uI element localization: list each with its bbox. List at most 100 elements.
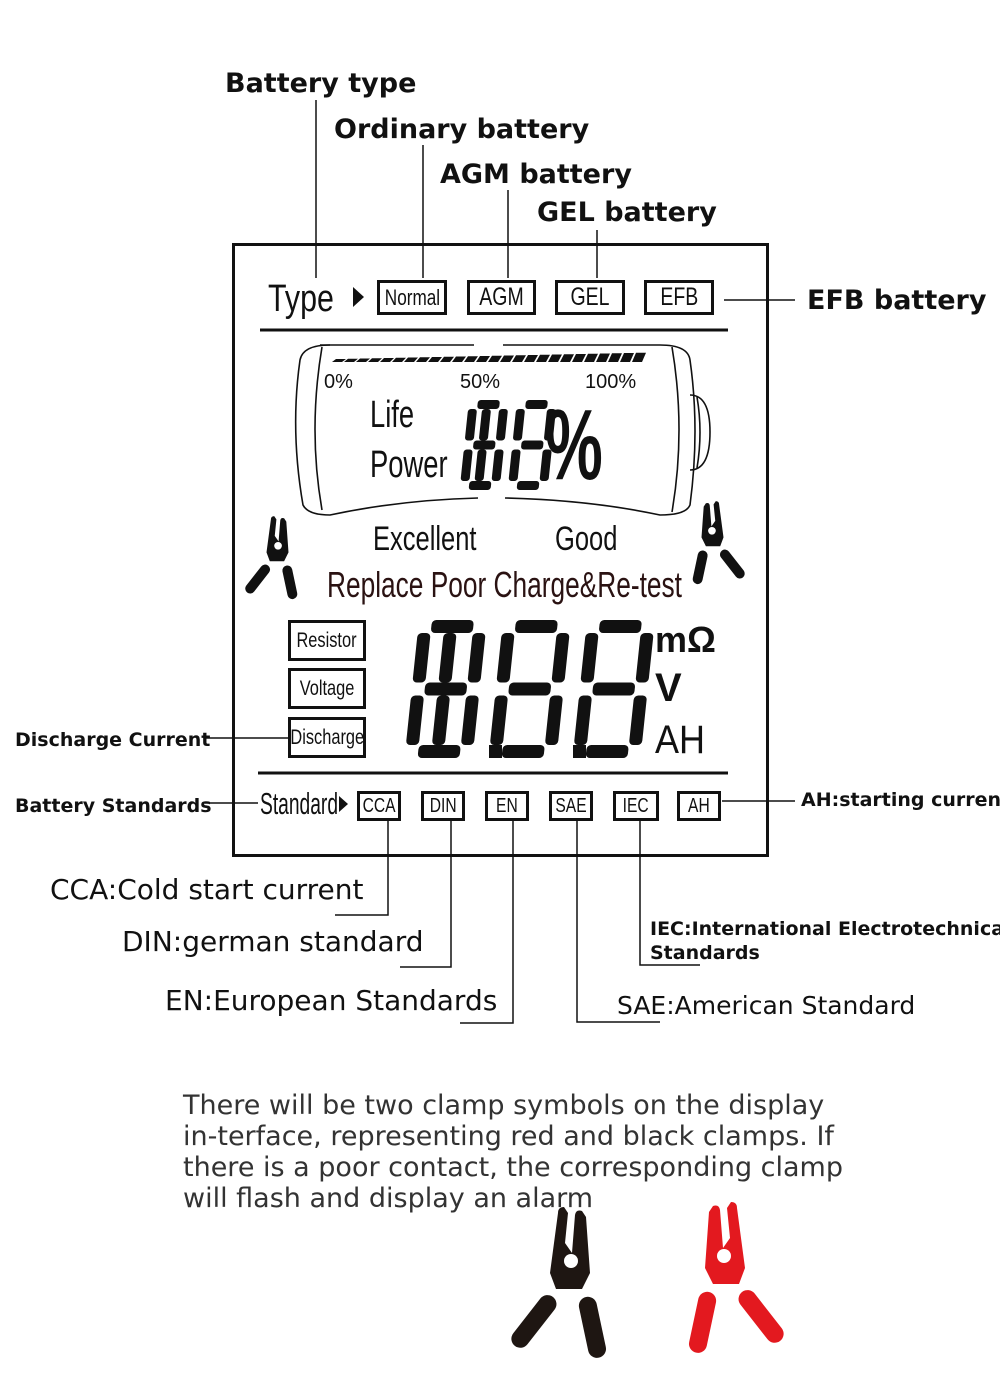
segment-e xyxy=(490,695,508,745)
standard-iec: IEC xyxy=(613,791,659,821)
segment-c xyxy=(545,695,563,745)
label-iec-line1: IEC:International Electrotechnical xyxy=(650,918,1000,940)
lcd-clamp-left-icon xyxy=(243,516,299,600)
black-clamp-icon xyxy=(507,1207,608,1360)
charge-bar-segment xyxy=(512,355,526,362)
standard-label: Standard xyxy=(260,786,339,821)
charge-bar-segment xyxy=(452,356,466,362)
segment-a xyxy=(525,400,548,409)
charge-bar-segment xyxy=(536,354,550,362)
type-normal: Normal xyxy=(377,280,447,315)
charge-bar-segment xyxy=(572,354,586,362)
charge-bar-segment xyxy=(524,355,538,362)
segment-a xyxy=(431,620,474,633)
percent-digit xyxy=(474,409,491,481)
percent-seven-segment xyxy=(460,400,556,490)
mode-resistor: Resistor xyxy=(288,620,366,661)
charge-bar-segment xyxy=(632,352,646,362)
unit-ah: AH xyxy=(655,718,706,762)
charge-bar-segment xyxy=(548,354,562,362)
segment-f xyxy=(580,633,599,683)
label-discharge-current: Discharge Current xyxy=(15,729,211,751)
charge-bar-segment xyxy=(428,357,442,362)
mode-discharge: Discharge xyxy=(288,717,366,758)
segment-b xyxy=(467,633,486,683)
main-digit xyxy=(574,620,654,758)
segment-g xyxy=(473,440,496,450)
label-battery-type: Battery type xyxy=(225,68,417,99)
label-en: EN:European Standards xyxy=(165,984,498,1017)
battery-outline-icon xyxy=(294,344,711,516)
percent-digit xyxy=(508,400,556,490)
charge-bar-segment xyxy=(392,357,406,362)
charge-bar-segment xyxy=(464,356,478,362)
segment-b xyxy=(496,409,508,441)
segment-f xyxy=(496,633,515,683)
standard-ah: AH xyxy=(677,791,721,821)
main-decimal-point xyxy=(489,745,502,758)
label-ordinary-battery: Ordinary battery xyxy=(334,114,590,145)
label-gel-battery: GEL battery xyxy=(537,197,717,228)
segment-a xyxy=(599,620,642,633)
lcd-display xyxy=(232,243,769,857)
main-seven-segment xyxy=(406,620,654,758)
main-digit xyxy=(406,620,486,758)
label-sae: SAE:American Standard xyxy=(617,991,916,1020)
main-decimal-point xyxy=(573,745,586,758)
status-good: Good xyxy=(555,520,618,558)
unit-volt: V xyxy=(655,666,682,710)
charge-bar-segment xyxy=(488,355,502,362)
type-label: Type xyxy=(268,278,334,320)
segment-g xyxy=(424,682,467,696)
label-agm-battery: AGM battery xyxy=(440,159,632,190)
charge-bar-segment xyxy=(344,358,358,362)
charge-bar-segment xyxy=(440,356,454,362)
segment-a xyxy=(515,620,558,633)
segment-e xyxy=(406,695,424,745)
segment-c xyxy=(491,449,504,481)
charge-bar-segment xyxy=(500,355,514,362)
segment-c xyxy=(539,449,552,481)
label-din: DIN:german standard xyxy=(122,925,424,958)
charge-bar-segment xyxy=(596,353,610,362)
charge-bar-segment xyxy=(584,353,598,362)
charge-bar-segment xyxy=(608,353,622,362)
type-arrow-icon xyxy=(353,287,364,307)
life-label: Life xyxy=(370,394,415,436)
main-digit xyxy=(432,633,457,745)
segment-f xyxy=(412,633,431,683)
standard-en: EN xyxy=(485,791,529,821)
segment-b xyxy=(479,409,491,441)
segment-b xyxy=(438,633,457,683)
charge-level-bar xyxy=(332,352,646,362)
segment-b xyxy=(551,633,570,683)
segment-c xyxy=(461,695,479,745)
scale-50: 50% xyxy=(460,371,501,393)
power-label: Power xyxy=(370,444,448,486)
label-ah-starting-current: AH:starting current xyxy=(801,789,1000,811)
segment-f xyxy=(465,409,477,441)
type-efb: EFB xyxy=(644,280,714,315)
unit-milliohm: mΩ xyxy=(655,619,716,660)
label-cca: CCA:Cold start current xyxy=(50,873,364,906)
lcd-clamp-right-icon xyxy=(691,501,747,585)
standard-din: DIN xyxy=(421,791,465,821)
segment-e xyxy=(508,449,521,481)
segment-d xyxy=(468,481,492,490)
segment-c xyxy=(432,695,450,745)
percent-digit xyxy=(460,400,508,490)
segment-d xyxy=(585,745,629,758)
mode-voltage: Voltage xyxy=(288,668,366,709)
segment-d xyxy=(417,745,461,758)
charge-bar-segment xyxy=(416,357,430,362)
type-gel: GEL xyxy=(555,280,625,315)
charge-bar-segment xyxy=(404,357,418,362)
scale-100: 100% xyxy=(585,371,637,393)
segment-a xyxy=(477,400,500,409)
segment-b xyxy=(635,633,654,683)
red-clamp-icon xyxy=(687,1202,788,1355)
segment-d xyxy=(516,481,540,490)
segment-g xyxy=(508,682,551,696)
